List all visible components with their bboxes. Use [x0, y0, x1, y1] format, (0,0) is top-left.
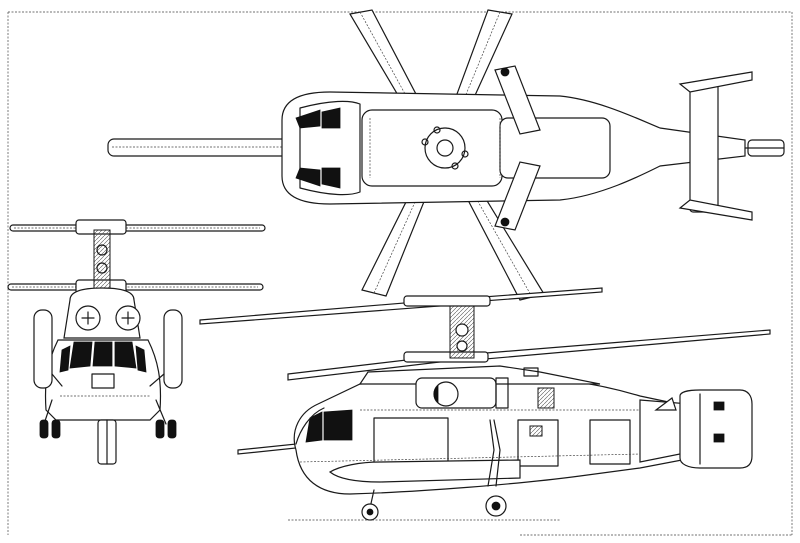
front-view	[7, 219, 266, 465]
side-landing-gear	[361, 419, 507, 521]
side-rotor-blades	[199, 287, 771, 455]
side-cockpit	[295, 407, 353, 445]
front-landing-gear	[39, 399, 177, 465]
top-tailplane	[689, 81, 719, 213]
side-view	[199, 287, 771, 521]
front-rotor-blades	[7, 219, 266, 295]
top-view	[107, 9, 785, 301]
front-float-left	[33, 309, 53, 389]
front-float-right	[163, 309, 183, 389]
top-cockpit-glazing	[295, 109, 321, 129]
drawing-frame	[7, 11, 793, 536]
front-windscreen	[59, 341, 147, 373]
side-tail-fin	[679, 389, 753, 469]
front-rotor-mast	[93, 229, 111, 293]
